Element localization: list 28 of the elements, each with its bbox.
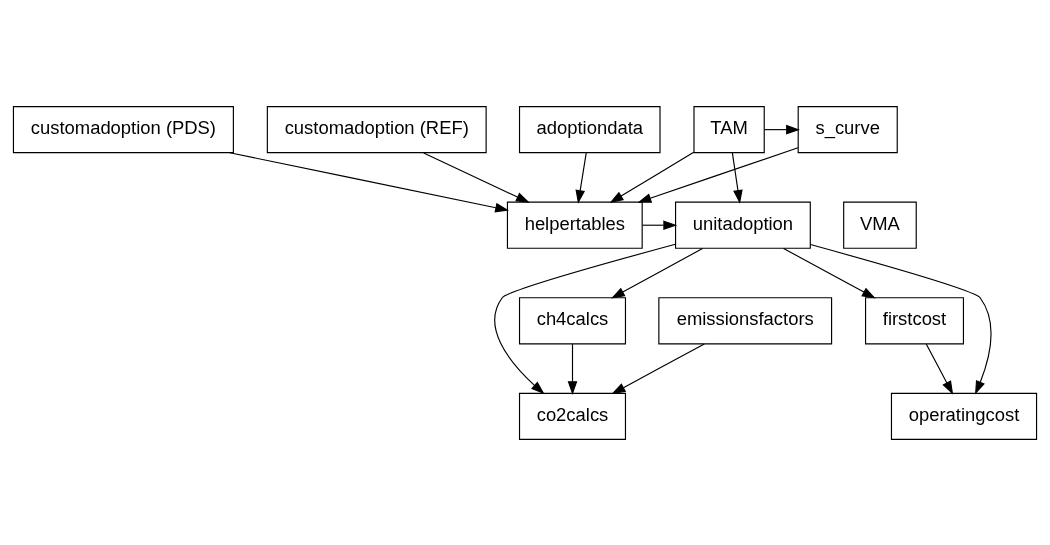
node-box: firstcost	[865, 296, 964, 344]
arrow	[575, 151, 587, 204]
arrow	[611, 342, 705, 394]
node-box: operatingcost	[890, 392, 1038, 440]
arrow	[763, 124, 800, 134]
node-box: VMA	[843, 201, 917, 249]
node-box: customadoption (REF)	[266, 105, 487, 153]
node-box: s_curve	[797, 105, 898, 153]
node-box: co2calcs	[518, 392, 627, 440]
node-box: ch4calcs	[518, 296, 627, 344]
node-box: TAM	[693, 105, 765, 153]
arrow	[494, 243, 676, 394]
arrow	[731, 151, 743, 204]
node-box: customadoption (PDS)	[12, 105, 234, 153]
node-box: emissionsfactors	[658, 296, 833, 344]
arrow	[229, 151, 509, 212]
arrow	[423, 151, 530, 203]
arrow	[567, 342, 578, 395]
arrow	[611, 247, 704, 299]
arrow	[637, 146, 799, 203]
arrow	[609, 151, 695, 203]
arrow	[925, 342, 954, 395]
arrow	[783, 247, 876, 299]
node-box: helpertables	[506, 201, 643, 249]
node-box: adoptiondata	[518, 105, 661, 153]
arrow	[809, 243, 992, 395]
arrow	[641, 219, 678, 230]
node-box: unitadoption	[675, 201, 811, 249]
